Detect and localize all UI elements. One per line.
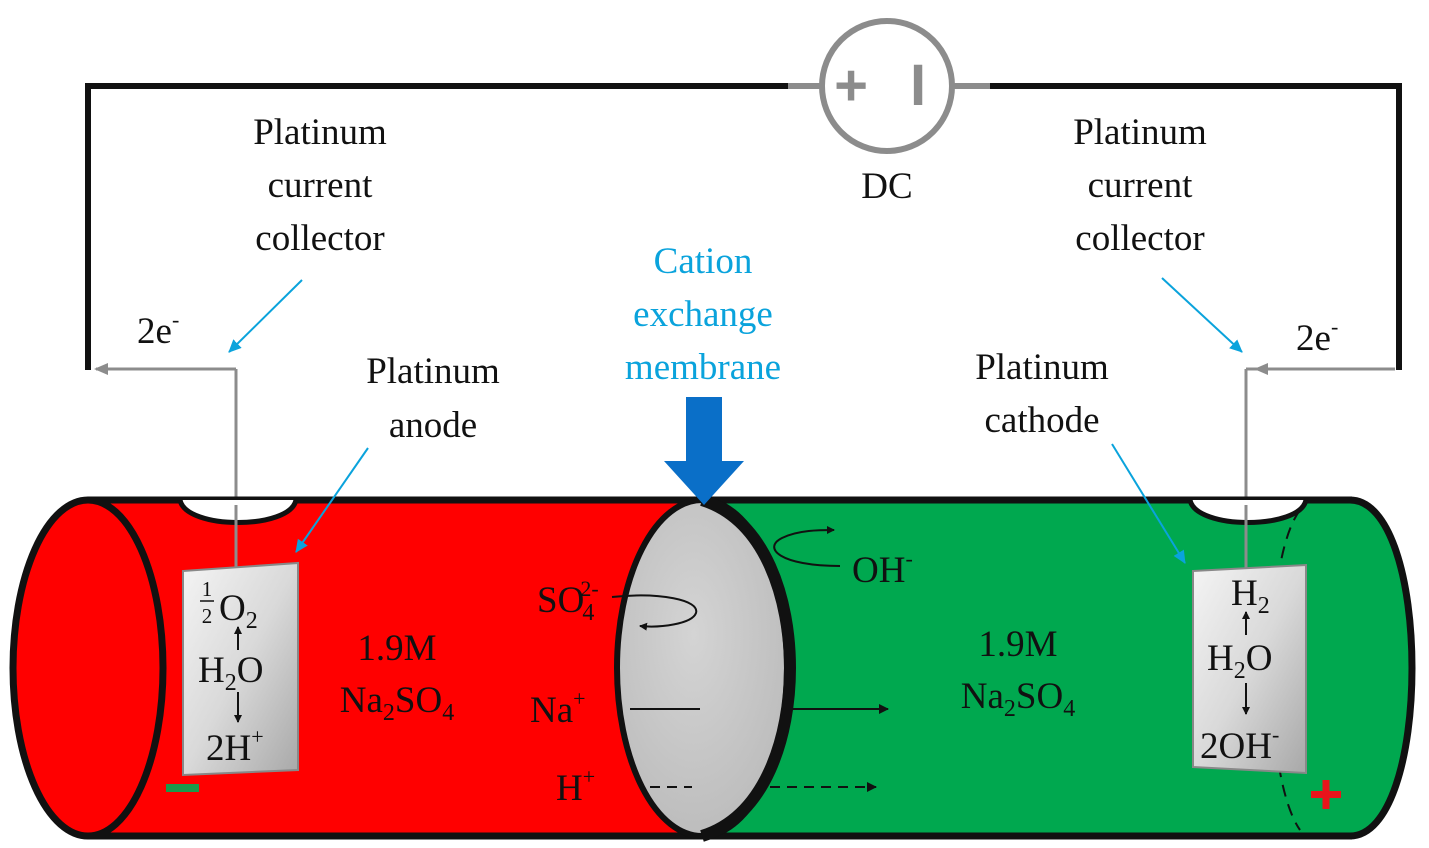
anode-reaction: 1 2 O2 H2O 2H+ xyxy=(198,577,264,769)
plus-terminal-symbol: + xyxy=(834,53,868,118)
anode-fraction-denominator: 2 xyxy=(202,604,213,628)
left-circuit-wire xyxy=(85,83,795,370)
cathode-reaction: H2 H2O 2OH- xyxy=(1200,573,1279,767)
membrane-pointer-arrow xyxy=(664,397,744,505)
minus-terminal-symbol: I xyxy=(910,53,926,118)
membrane-label-line-2: exchange xyxy=(633,294,773,335)
anode-label-line-1: Platinum xyxy=(366,351,500,392)
right-collector-line-3: collector xyxy=(1075,218,1204,259)
cathode-concentration: 1.9M xyxy=(978,624,1057,665)
sulfate-rejection-arrow xyxy=(611,594,698,631)
cathode-label-line-1: Platinum xyxy=(975,347,1109,388)
anode-reactant: H2O xyxy=(198,650,263,696)
membrane-label-line-3: membrane xyxy=(625,347,781,388)
left-collector-line-1: Platinum xyxy=(253,112,387,153)
anode-negative-sign xyxy=(166,784,199,792)
dc-label: DC xyxy=(861,166,912,207)
membrane-label: Cation exchange membrane xyxy=(625,241,781,388)
sodium-ion-label: Na+ xyxy=(530,686,586,731)
left-collector-label: Platinum current collector xyxy=(253,112,387,259)
cathode-label-line-2: cathode xyxy=(984,400,1099,441)
cathode-pointer xyxy=(1111,443,1186,564)
membrane-label-line-1: Cation xyxy=(654,241,753,282)
anode-electrolyte-formula: Na2SO4 xyxy=(340,680,454,726)
cathode-product: H2 xyxy=(1231,573,1270,619)
left-end-cap xyxy=(9,496,167,840)
cathode-ion-product: 2OH- xyxy=(1200,722,1279,767)
anode-pointer xyxy=(295,447,369,553)
cathode-positive-sign xyxy=(1311,780,1341,809)
cathode-electrolyte-label: 1.9M Na2SO4 xyxy=(961,624,1075,722)
right-collector-pointer xyxy=(1161,277,1243,353)
anode-fraction-numerator: 1 xyxy=(202,577,213,601)
cathode-reactant: H2O xyxy=(1207,638,1272,684)
right-collector-line-1: Platinum xyxy=(1073,112,1207,153)
cathode-plate xyxy=(1192,563,1307,775)
sulfate-ion-label: SO42- xyxy=(537,576,599,626)
proton-label: H+ xyxy=(556,764,595,809)
anode-concentration: 1.9M xyxy=(357,628,436,669)
left-electron-label: 2e- xyxy=(137,307,179,352)
cathode-electrolyte-formula: Na2SO4 xyxy=(961,676,1075,722)
hydroxide-rejection-arrow xyxy=(773,526,841,567)
anode-label-line-2: anode xyxy=(389,405,477,446)
right-collector-line-2: current xyxy=(1088,165,1193,206)
dc-source-icon: + I xyxy=(819,18,955,154)
ion-transport: SO42- Na+ H+ OH- xyxy=(530,526,913,809)
anode-label: Platinum anode xyxy=(366,351,500,446)
anode-product: O2 xyxy=(219,588,258,634)
right-electron-label: 2e- xyxy=(1296,314,1338,359)
left-collector-line-3: collector xyxy=(255,218,384,259)
left-collector-pointer xyxy=(228,279,303,353)
anode-plate xyxy=(182,561,299,777)
cathode-port xyxy=(1187,499,1309,525)
right-circuit-wire xyxy=(985,83,1402,370)
left-collector-line-2: current xyxy=(268,165,373,206)
anode-port xyxy=(177,499,299,525)
cathode-label: Platinum cathode xyxy=(975,347,1109,441)
hydroxide-ion-label: OH- xyxy=(852,546,913,591)
right-collector-label: Platinum current collector xyxy=(1073,112,1207,259)
anode-ion-product: 2H+ xyxy=(206,724,264,769)
anode-electrolyte-label: 1.9M Na2SO4 xyxy=(340,628,454,726)
